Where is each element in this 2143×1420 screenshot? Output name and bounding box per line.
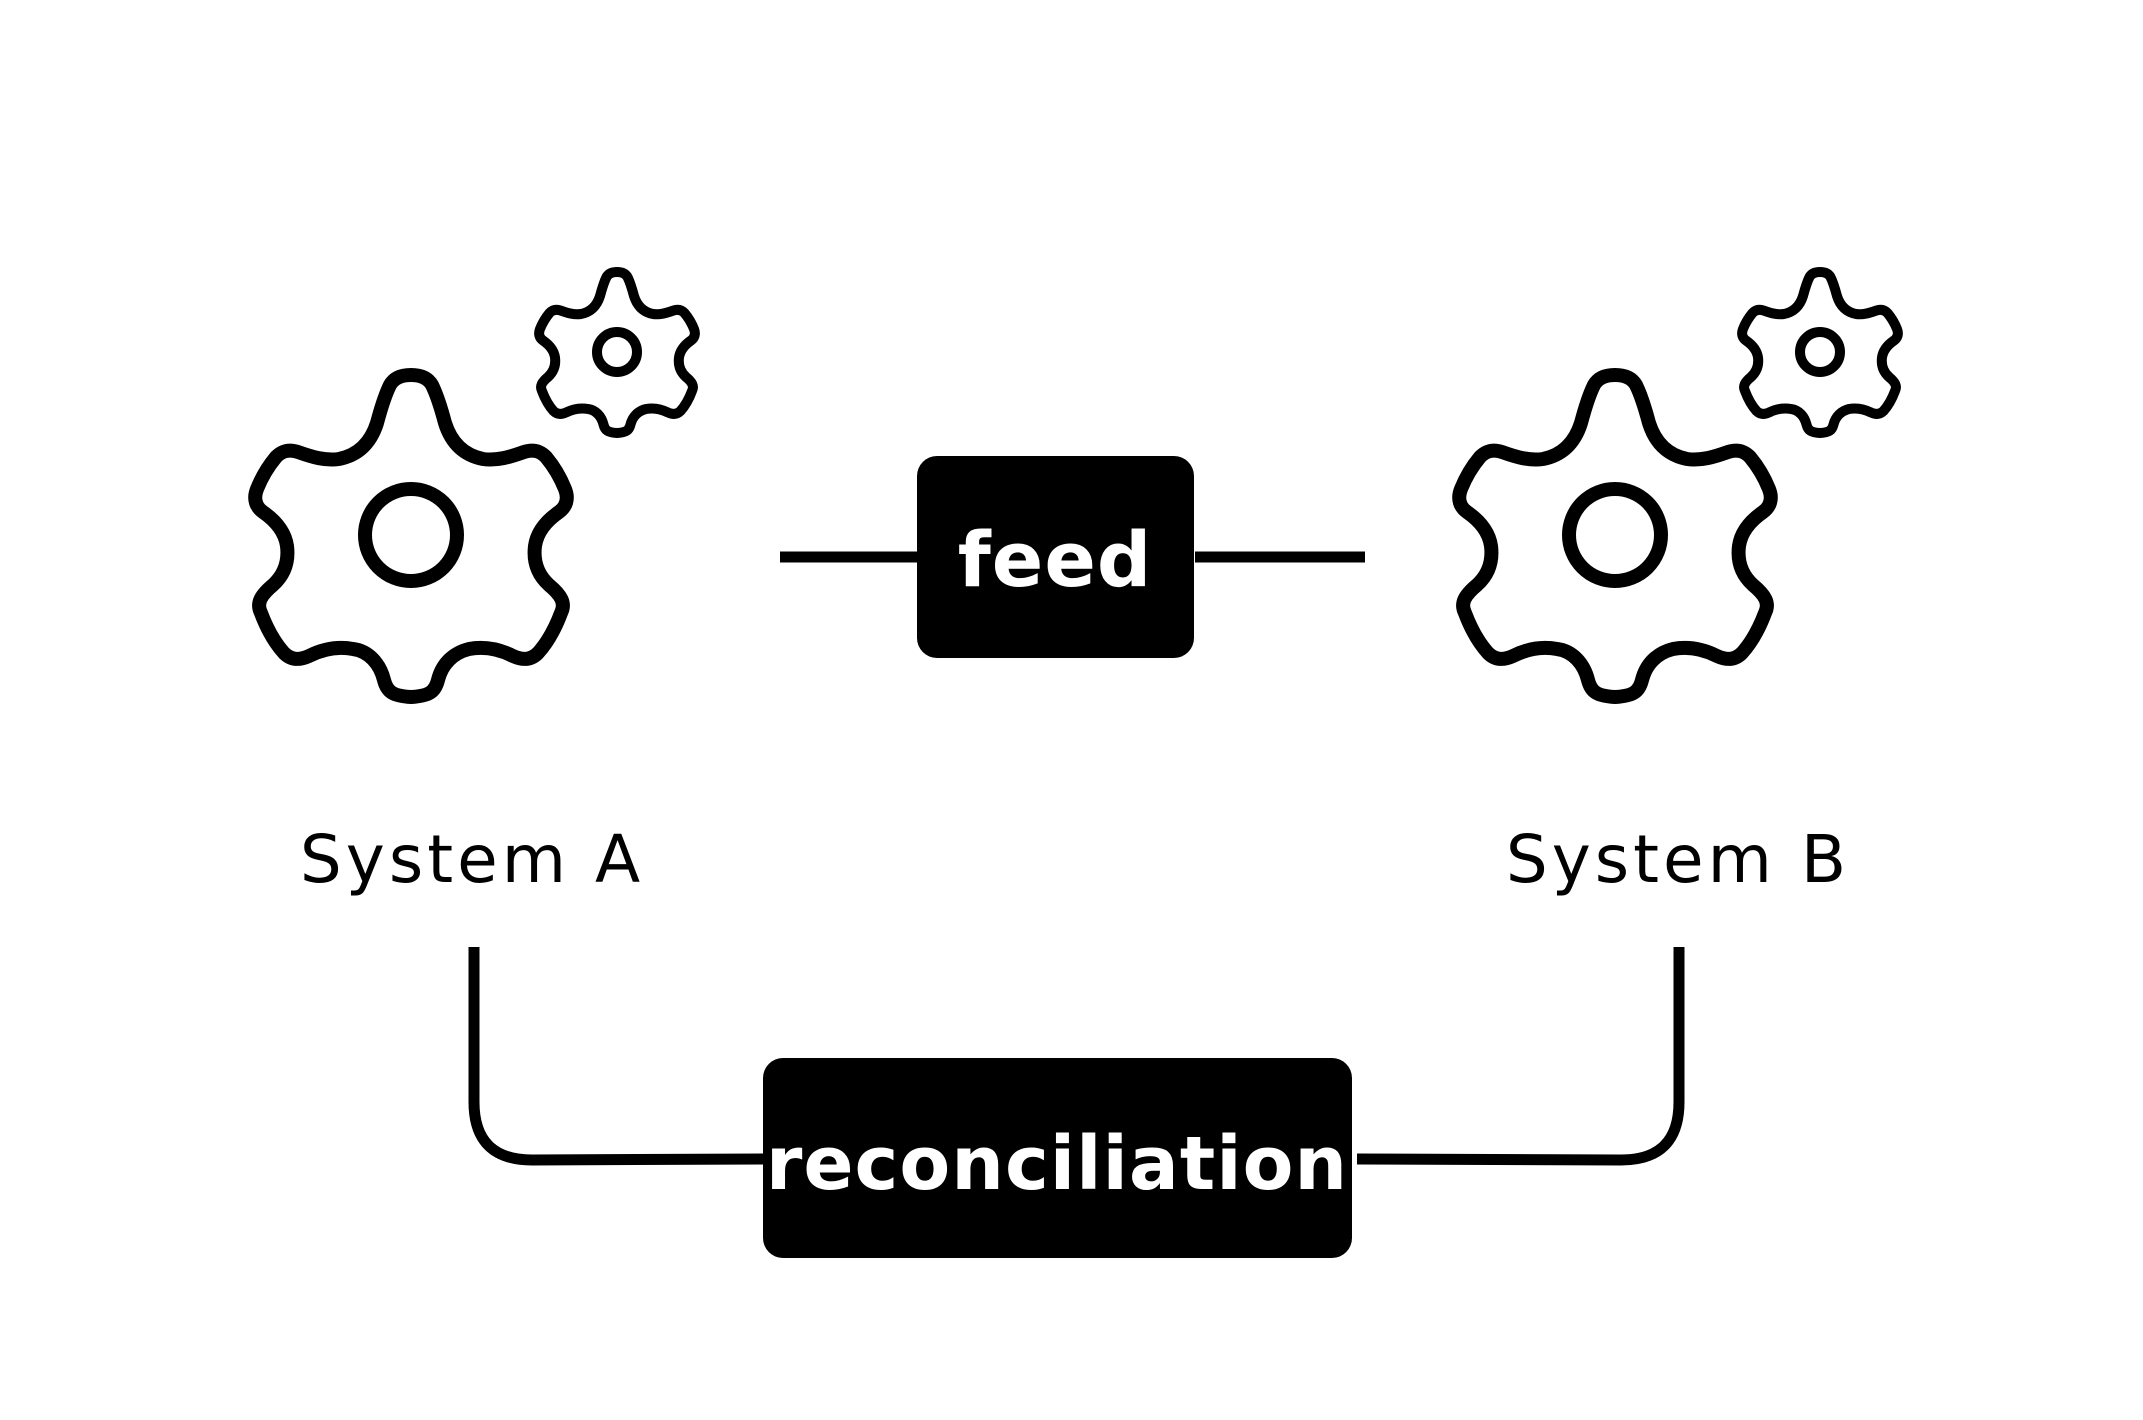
system-b-label: System B bbox=[1506, 821, 1850, 898]
reconciliation-label: reconciliation bbox=[766, 1121, 1348, 1207]
feed-label: feed bbox=[958, 515, 1153, 604]
system-a-gears-icon bbox=[255, 272, 695, 697]
reconciliation-connector-left bbox=[468, 947, 766, 1166]
feed-box: feed bbox=[917, 456, 1194, 658]
reconciliation-connector-right bbox=[1356, 947, 1685, 1166]
system-a-label: System A bbox=[300, 821, 644, 898]
system-b-gears-icon bbox=[1459, 272, 1898, 697]
reconciliation-box: reconciliation bbox=[763, 1058, 1352, 1258]
